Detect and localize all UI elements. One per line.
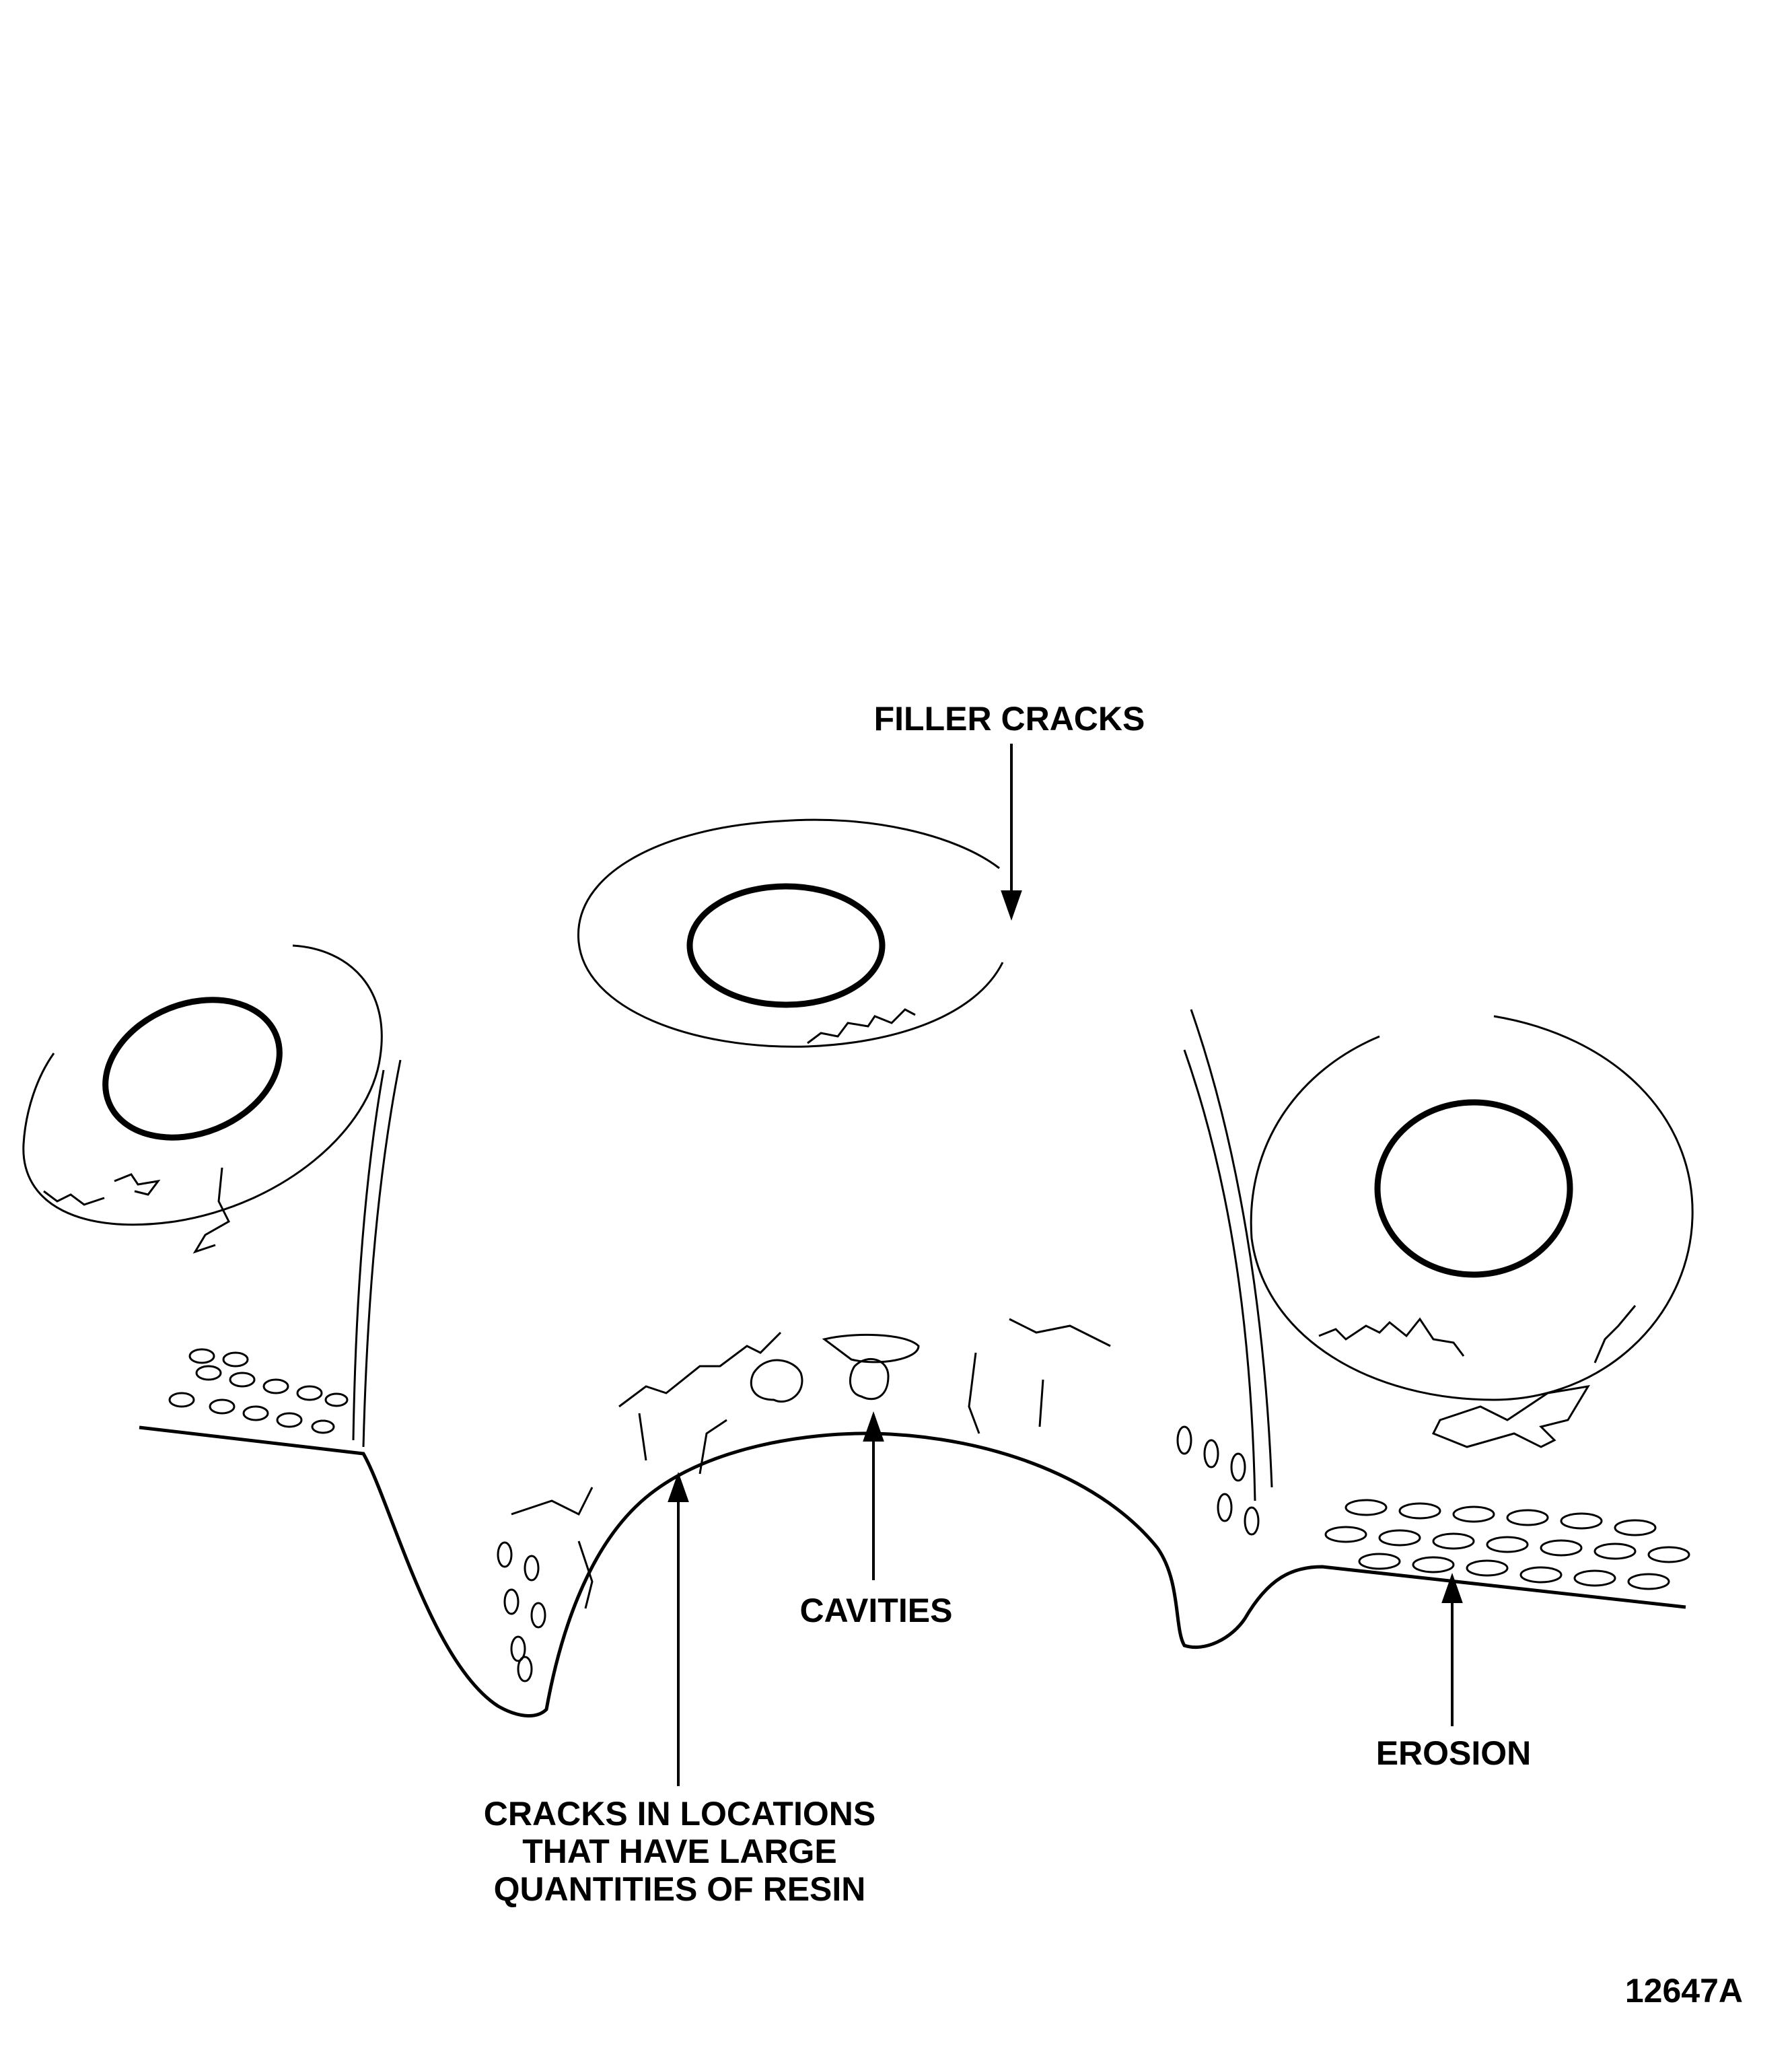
cavities-marks [750,1333,920,1403]
left-boss [22,944,383,1254]
resin-cracks-label-line-3: QUANTITIES OF RESIN [494,1870,866,1908]
walls [352,1009,1273,1501]
cavities-label: CAVITIES [800,1592,953,1629]
resin-cracks [511,1318,1111,1609]
erosion-pattern [168,1348,1690,1682]
resin-cracks-label-line-2: THAT HAVE LARGE [522,1833,837,1870]
top-center-boss [577,818,1004,1048]
resin-cracks-label-line-1: CRACKS IN LOCATIONS [484,1795,875,1833]
filler-cracks-label: FILLER CRACKS [874,700,1145,738]
erosion-label: EROSION [1376,1734,1532,1772]
right-boss [1250,1015,1694,1448]
callout-arrows [668,744,1463,1786]
figure-id: 12647A [1625,1972,1743,2010]
surface-profile [139,1425,1686,1717]
